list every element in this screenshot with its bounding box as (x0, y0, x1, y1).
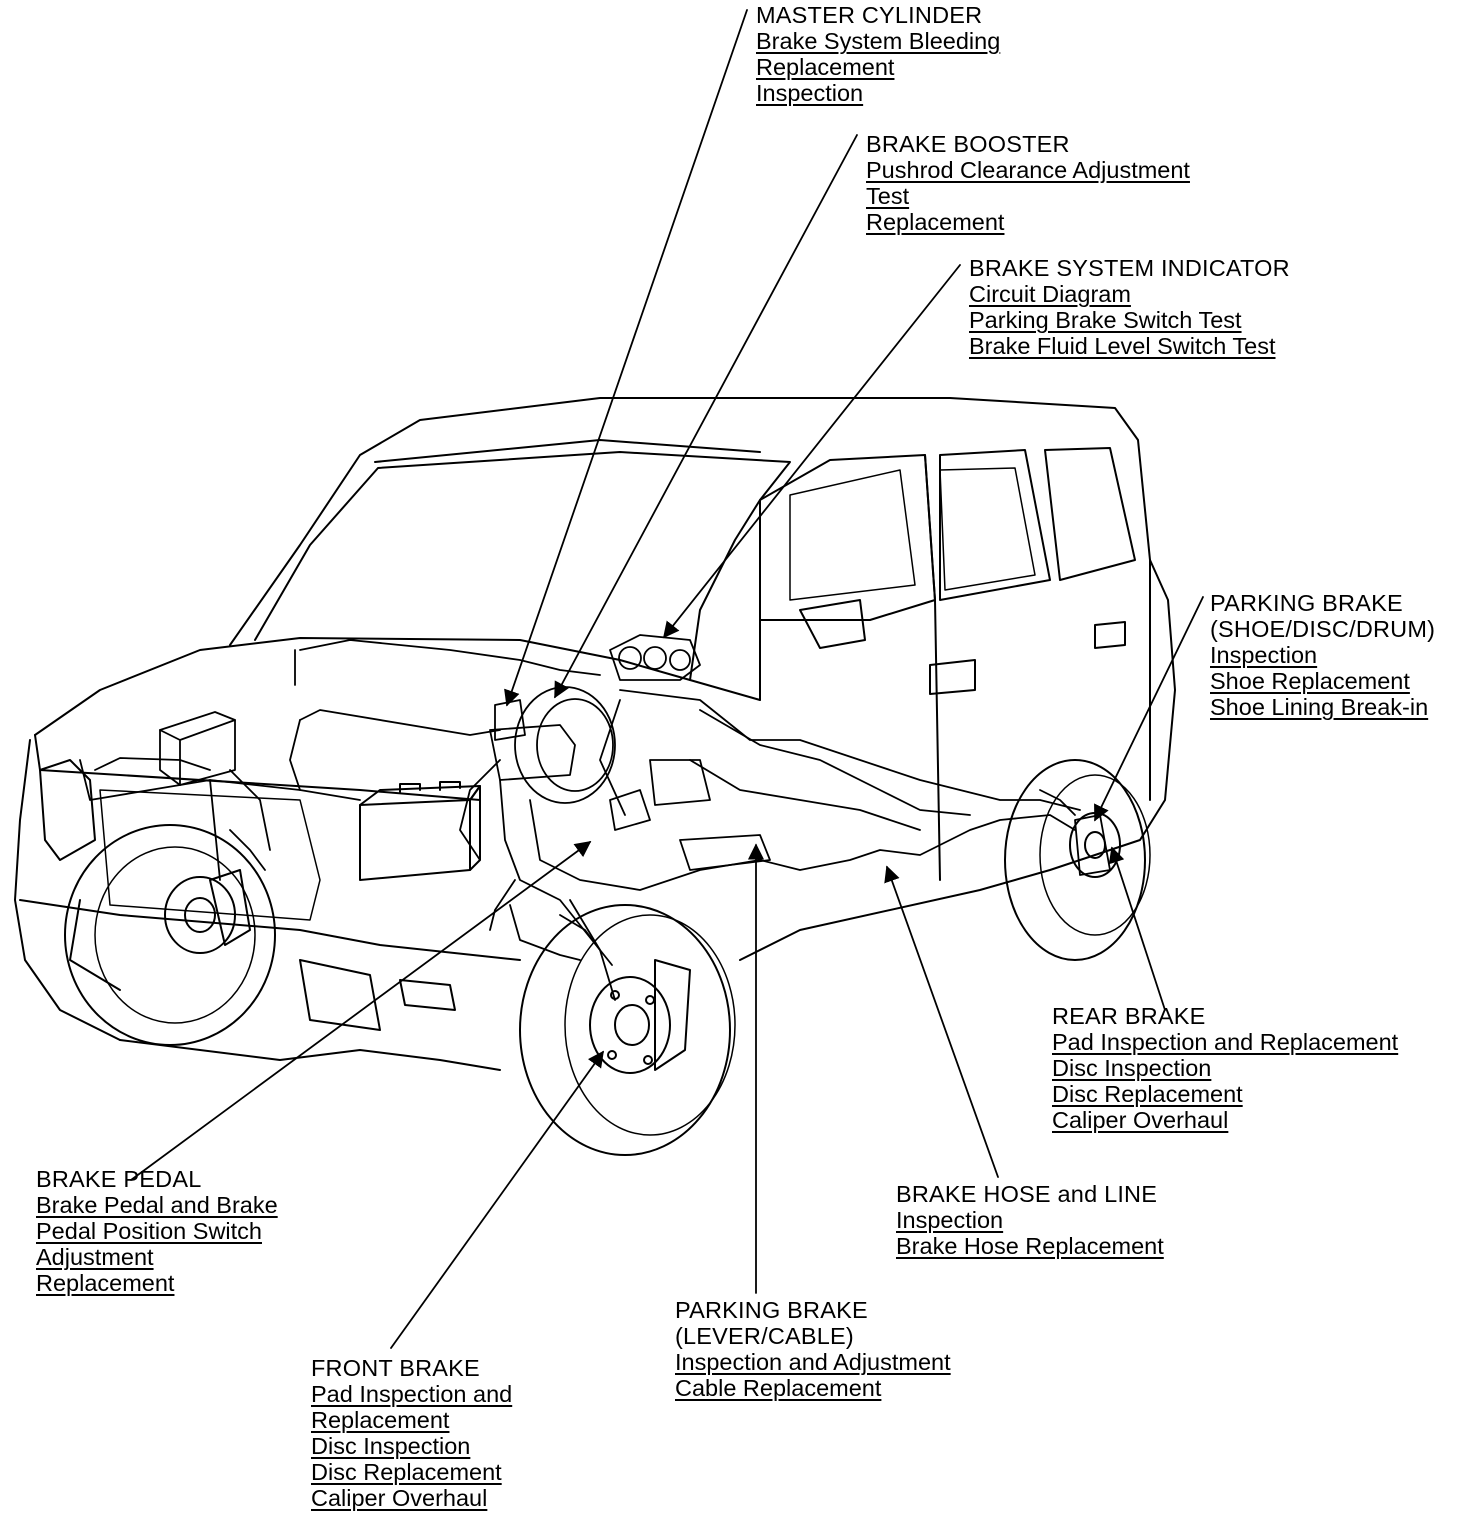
callout-master-cylinder: MASTER CYLINDER Brake System Bleeding Re… (756, 2, 1000, 106)
leader-lines (130, 9, 1204, 1349)
callout-title: BRAKE PEDAL (36, 1166, 202, 1192)
callout-title-line-1: PARKING BRAKE (1210, 590, 1403, 616)
link-brake-booster-replacement[interactable]: Replacement (866, 209, 1005, 235)
link-cable-replacement[interactable]: Cable Replacement (675, 1375, 882, 1401)
callout-title: REAR BRAKE (1052, 1003, 1206, 1029)
callout-brake-booster: BRAKE BOOSTER Pushrod Clearance Adjustme… (866, 131, 1190, 235)
link-parking-brake-inspection[interactable]: Inspection (1210, 642, 1318, 668)
brake-components (79, 634, 1111, 1001)
callout-parking-brake-lever: PARKING BRAKE (LEVER/CABLE) Inspection a… (675, 1297, 951, 1401)
link-parking-brake-switch-test[interactable]: Parking Brake Switch Test (969, 307, 1242, 333)
link-rear-disc-inspection[interactable]: Disc Inspection (1052, 1055, 1212, 1081)
vehicle-body-outline (14, 397, 1176, 1071)
link-brake-pedal-replacement[interactable]: Replacement (36, 1270, 175, 1296)
callout-title-line-1: PARKING BRAKE (675, 1297, 868, 1323)
link-front-disc-inspection[interactable]: Disc Inspection (311, 1433, 471, 1459)
callout-title-line-2: (SHOE/DISC/DRUM) (1210, 616, 1436, 642)
link-circuit-diagram[interactable]: Circuit Diagram (969, 281, 1131, 307)
link-rear-pad-inspection-replacement[interactable]: Pad Inspection and Replacement (1052, 1029, 1399, 1055)
link-brake-pedal-and-brake[interactable]: Brake Pedal and Brake (36, 1192, 278, 1218)
link-brake-booster-test[interactable]: Test (866, 183, 910, 209)
link-rear-caliper-overhaul[interactable]: Caliper Overhaul (1052, 1107, 1229, 1133)
callout-brake-pedal: BRAKE PEDAL Brake Pedal and Brake Pedal … (36, 1166, 278, 1296)
link-shoe-replacement[interactable]: Shoe Replacement (1210, 668, 1410, 694)
link-pushrod-clearance-adjustment[interactable]: Pushrod Clearance Adjustment (866, 157, 1190, 183)
callout-parking-brake-shoe: PARKING BRAKE (SHOE/DISC/DRUM) Inspectio… (1210, 590, 1435, 720)
callout-title: MASTER CYLINDER (756, 2, 983, 28)
link-brake-hose-replacement[interactable]: Brake Hose Replacement (896, 1233, 1164, 1259)
link-front-disc-replacement[interactable]: Disc Replacement (311, 1459, 502, 1485)
callout-title: FRONT BRAKE (311, 1355, 480, 1381)
link-master-cylinder-replacement[interactable]: Replacement (756, 54, 895, 80)
link-shoe-lining-break-in[interactable]: Shoe Lining Break-in (1210, 694, 1429, 720)
link-inspection-and-adjustment[interactable]: Inspection and Adjustment (675, 1349, 951, 1375)
callout-title: BRAKE HOSE and LINE (896, 1181, 1158, 1207)
callout-brake-hose-line: BRAKE HOSE and LINE Inspection Brake Hos… (896, 1181, 1164, 1259)
callout-brake-system-indicator: BRAKE SYSTEM INDICATOR Circuit Diagram P… (969, 255, 1290, 359)
callout-title-line-2: (LEVER/CABLE) (675, 1323, 854, 1349)
link-front-caliper-overhaul[interactable]: Caliper Overhaul (311, 1485, 488, 1511)
link-brake-fluid-level-switch-test[interactable]: Brake Fluid Level Switch Test (969, 333, 1276, 359)
front-left-wheel (64, 824, 276, 1046)
callout-title: BRAKE SYSTEM INDICATOR (969, 255, 1290, 281)
front-right-wheel (519, 904, 736, 1156)
link-front-pad-replacement[interactable]: Replacement (311, 1407, 450, 1433)
link-front-pad-inspection[interactable]: Pad Inspection and (311, 1381, 513, 1407)
link-brake-system-bleeding[interactable]: Brake System Bleeding (756, 28, 1001, 54)
callout-title: BRAKE BOOSTER (866, 131, 1070, 157)
link-master-cylinder-inspection[interactable]: Inspection (756, 80, 864, 106)
link-hose-line-inspection[interactable]: Inspection (896, 1207, 1004, 1233)
callout-rear-brake: REAR BRAKE Pad Inspection and Replacemen… (1052, 1003, 1398, 1133)
link-pedal-position-switch[interactable]: Pedal Position Switch (36, 1218, 262, 1244)
link-brake-pedal-adjustment[interactable]: Adjustment (36, 1244, 154, 1270)
callout-front-brake: FRONT BRAKE Pad Inspection and Replaceme… (311, 1355, 512, 1511)
link-rear-disc-replacement[interactable]: Disc Replacement (1052, 1081, 1243, 1107)
